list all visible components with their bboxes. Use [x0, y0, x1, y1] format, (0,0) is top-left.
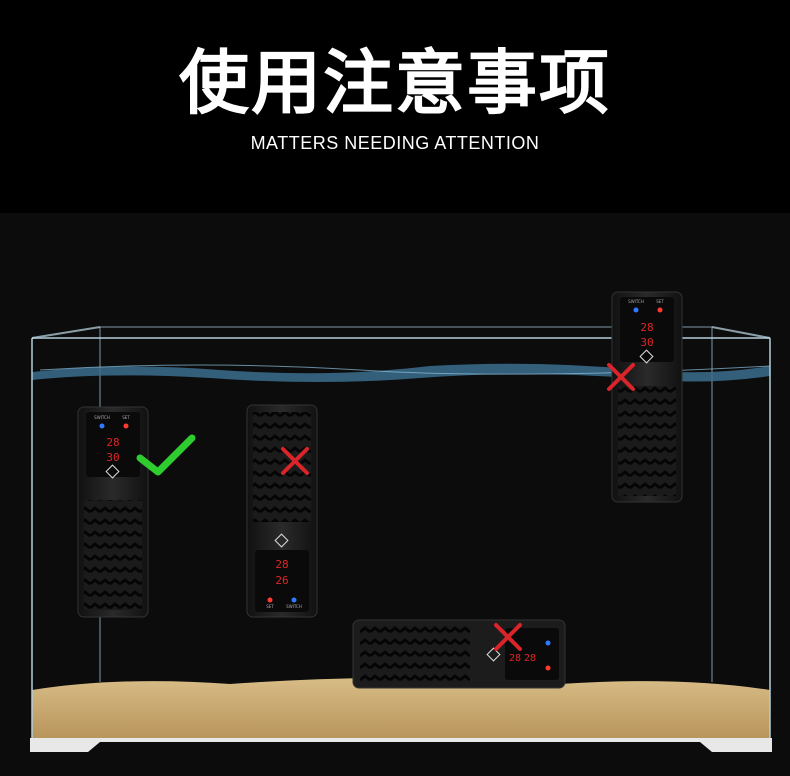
heater-temp-bottom: 26 [275, 574, 288, 587]
cross-mark-icon [494, 623, 522, 651]
cross-mark-icon [607, 363, 635, 391]
brand-logo-icon [105, 464, 120, 479]
check-mark-icon [136, 434, 196, 476]
heater-temp-bottom: 28 [524, 653, 536, 664]
heater-label-right: SET [656, 299, 664, 304]
heater-label-left: SWITCH [628, 299, 644, 304]
heater-temp-bottom: 30 [106, 451, 119, 464]
water-surface [32, 363, 770, 382]
heater-temp-top: 28 [509, 653, 521, 664]
tank-base [30, 738, 772, 752]
heater-label-left: SWITCH [94, 415, 110, 420]
heater-correct: SWITCH SET 28 30 [77, 406, 149, 618]
heater-wrong-horizontal: 28 28 [352, 619, 566, 689]
brand-logo-icon [274, 533, 289, 548]
heater-label-right: SWITCH [286, 604, 302, 609]
brand-logo-icon [486, 647, 501, 662]
heater-label-right: SET [122, 415, 130, 420]
heater-temp-bottom: 30 [640, 336, 653, 349]
heater-temp-top: 28 [275, 558, 288, 571]
heater-temp-top: 28 [640, 321, 653, 334]
heater-wrong-above-water: SWITCH SET 28 30 [611, 291, 683, 503]
cross-mark-icon [281, 447, 309, 475]
heater-wrong-inverted: 28 26 SET SWITCH [246, 404, 318, 618]
brand-logo-icon [639, 349, 654, 364]
heater-label-left: SET [266, 604, 274, 609]
heater-temp-top: 28 [106, 436, 119, 449]
sand-bed [32, 678, 770, 738]
page-subtitle: MATTERS NEEDING ATTENTION [250, 133, 540, 153]
header: 使用注意事项 MATTERS NEEDING ATTENTION [0, 0, 790, 213]
page-title: 使用注意事项 [179, 42, 611, 124]
